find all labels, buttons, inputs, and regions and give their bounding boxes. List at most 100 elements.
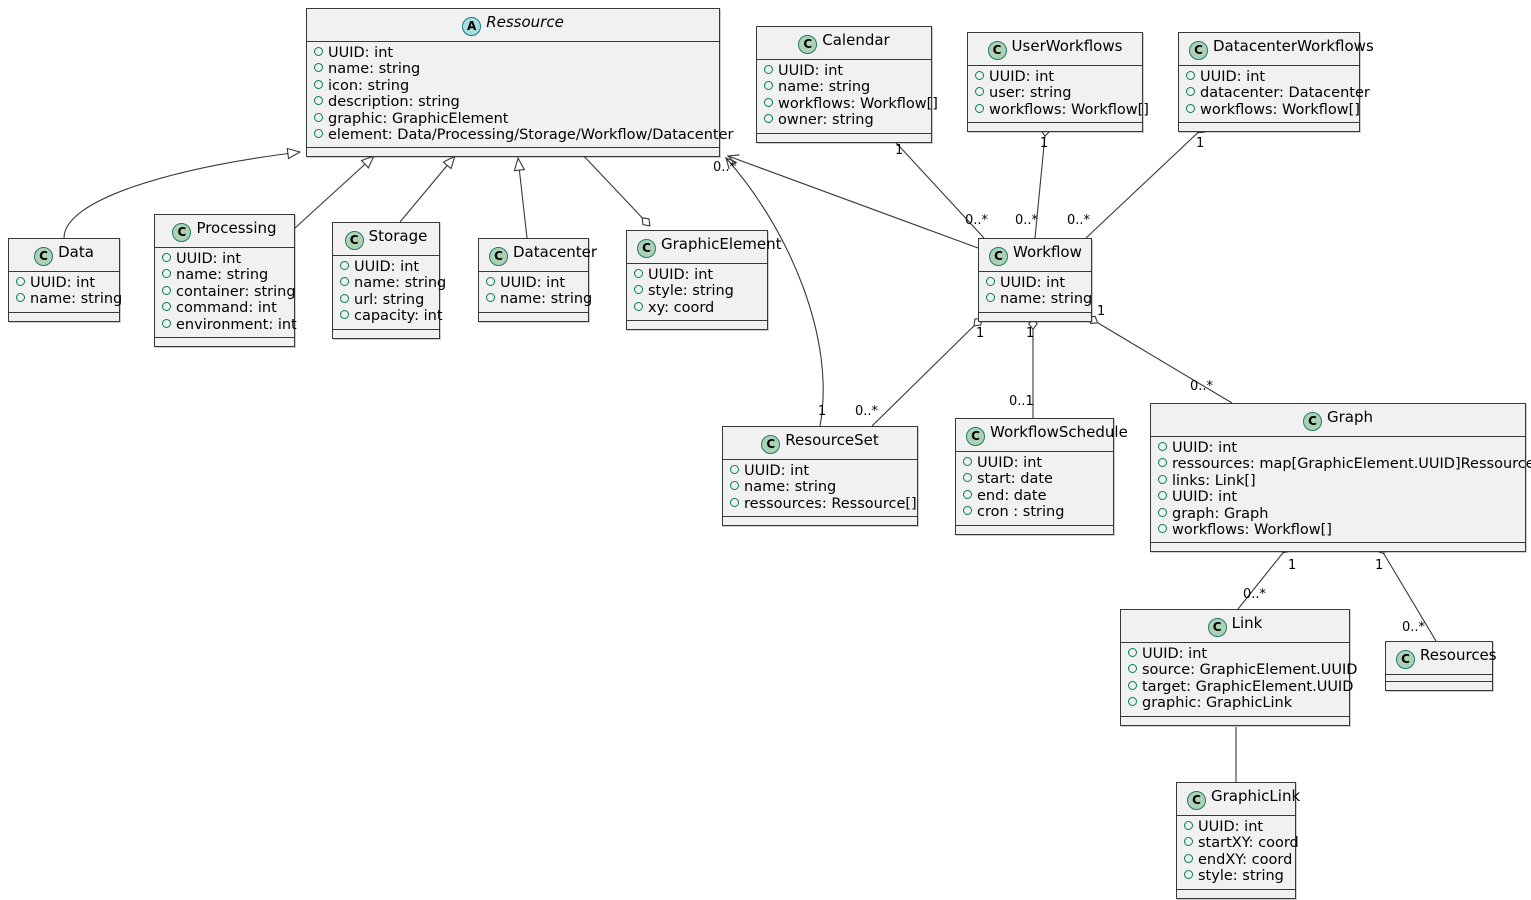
edge-userworkflows-to-workflow <box>1034 124 1051 239</box>
uml-attribute-text: owner: string <box>778 112 874 129</box>
edge-graph-to-resources <box>1376 543 1437 642</box>
visibility-public-icon <box>1184 837 1193 847</box>
visibility-public-icon <box>314 47 323 56</box>
uml-class-name-datacenterworkflows: DatacenterWorkflows <box>1213 37 1374 55</box>
edge-workflow-to-resourceset <box>871 317 983 427</box>
visibility-public-icon <box>1184 821 1193 830</box>
visibility-public-icon <box>1128 664 1137 674</box>
uml-attribute: UUID: int <box>764 63 923 79</box>
edge-datacenter-to-ressource <box>513 156 528 239</box>
uml-attribute-text: datacenter: Datacenter <box>1200 85 1370 102</box>
class-icon: C <box>798 35 818 54</box>
uml-attribute: workflows: Workflow[] <box>1158 522 1517 538</box>
visibility-public-icon <box>730 465 739 474</box>
uml-attribute: end: date <box>963 488 1105 504</box>
aggregation-edges <box>579 124 1437 642</box>
uml-attribute-text: end: date <box>977 487 1047 504</box>
visibility-public-icon <box>340 261 349 270</box>
visibility-public-icon <box>963 506 972 516</box>
uml-attribute: UUID: int <box>314 45 711 61</box>
multiplicity-label: 1 <box>1040 136 1049 151</box>
uml-attribute: workflows: Workflow[] <box>975 102 1149 118</box>
uml-attribute-text: endXY: coord <box>1198 851 1293 868</box>
uml-attribute-text: UUID: int <box>500 275 566 291</box>
uml-attribute: environment: int <box>162 317 297 333</box>
uml-attribute: name: string <box>16 291 122 307</box>
visibility-public-icon <box>1186 103 1195 113</box>
uml-attribute: UUID: int <box>162 251 286 267</box>
uml-attribute: graphic: GraphicElement <box>314 111 711 127</box>
abstract-class-icon: A <box>462 17 482 36</box>
multiplicity-label: 0..* <box>1067 213 1091 228</box>
visibility-public-icon <box>1186 87 1195 97</box>
visibility-public-icon <box>1128 697 1137 707</box>
edge-calendar-to-workflow <box>887 133 985 239</box>
visibility-public-icon <box>986 293 995 303</box>
uml-attribute-text: ressources: Ressource[] <box>744 495 917 512</box>
uml-class-name-processing: Processing <box>196 219 277 237</box>
visibility-public-icon <box>1158 442 1167 451</box>
uml-attribute-text: capacity: int <box>354 308 443 325</box>
uml-attribute-text: UUID: int <box>30 275 96 291</box>
uml-attribute: command: int <box>162 300 286 316</box>
visibility-public-icon <box>1128 680 1137 690</box>
multiplicity-label: 1 <box>1097 304 1106 319</box>
uml-attribute-text: UUID: int <box>648 267 714 283</box>
uml-attribute-text: workflows: Workflow[] <box>778 95 938 112</box>
uml-attribute: workflows: Workflow[] <box>764 96 938 112</box>
uml-class-name-calendar: Calendar <box>822 31 890 49</box>
uml-class-name-resourceset: ResourceSet <box>785 431 879 449</box>
visibility-public-icon <box>764 81 773 91</box>
uml-attribute-text: name: string <box>744 479 837 496</box>
uml-attribute: datacenter: Datacenter <box>1186 85 1370 101</box>
class-icon: C <box>1302 412 1322 431</box>
uml-attribute: UUID: int <box>975 69 1134 85</box>
visibility-public-icon <box>314 112 323 122</box>
uml-attribute: name: string <box>730 479 909 495</box>
edge-ressource-to-resourceset <box>725 157 824 427</box>
uml-methods-storage <box>333 329 439 338</box>
uml-attribute-text: name: string <box>176 267 269 284</box>
class-icon: C <box>761 435 781 454</box>
multiplicity-label: 0..* <box>855 404 879 419</box>
visibility-public-icon <box>986 277 995 286</box>
uml-attribute-text: name: string <box>354 275 447 292</box>
visibility-public-icon <box>1186 71 1195 80</box>
class-icon: C <box>489 247 508 266</box>
class-icon: C <box>1207 618 1227 637</box>
uml-attribute-text: name: string <box>328 61 421 78</box>
class-icon: C <box>172 223 192 242</box>
visibility-public-icon <box>162 253 171 262</box>
uml-attribute-text: UUID: int <box>977 455 1043 471</box>
uml-attribute: UUID: int <box>1184 819 1287 835</box>
uml-attribute-text: startXY: coord <box>1198 835 1299 852</box>
uml-attribute: description: string <box>314 94 711 110</box>
uml-attribute-text: start: date <box>977 471 1053 488</box>
uml-attribute: UUID: int <box>1158 440 1517 456</box>
uml-class-name-ressource: Ressource <box>486 13 564 31</box>
